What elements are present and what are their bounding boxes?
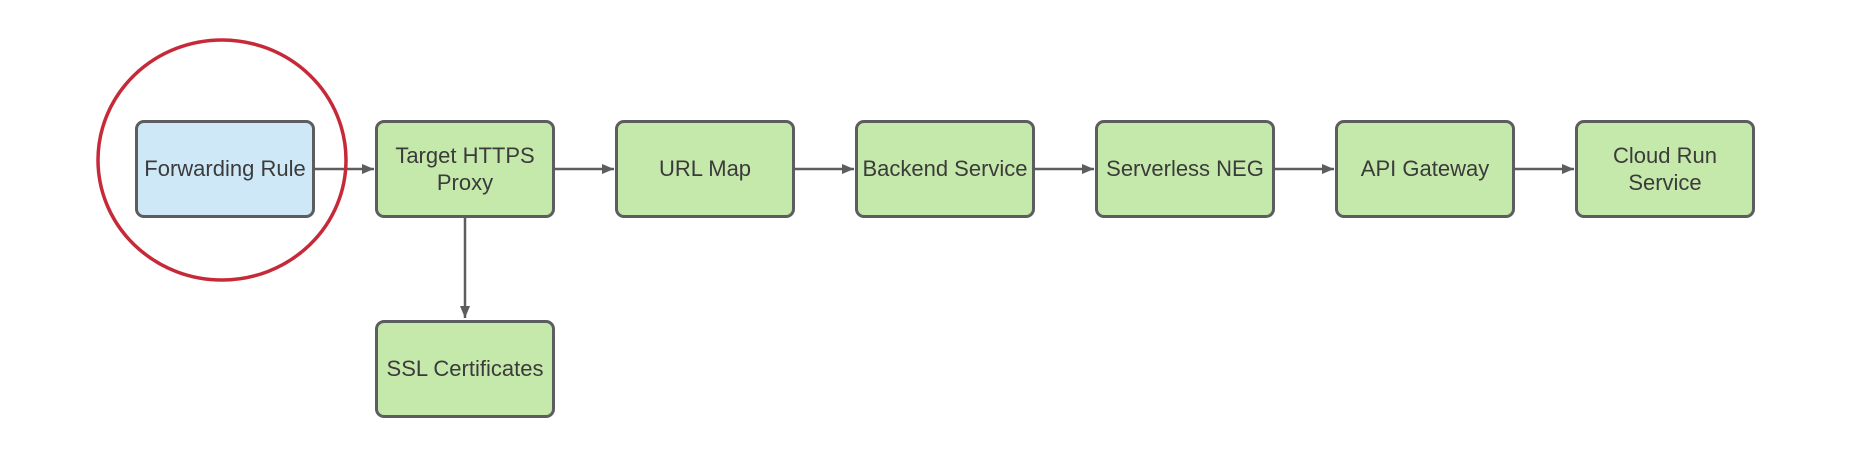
highlight-circle <box>96 38 348 282</box>
node-ssl-certificates: SSL Certificates <box>375 320 555 418</box>
node-forwarding-rule: Forwarding Rule <box>135 120 315 218</box>
node-backend-service: Backend Service <box>855 120 1035 218</box>
node-target-https-proxy: Target HTTPS Proxy <box>375 120 555 218</box>
node-serverless-neg: Serverless NEG <box>1095 120 1275 218</box>
node-url-map: URL Map <box>615 120 795 218</box>
node-cloud-run-service: Cloud Run Service <box>1575 120 1755 218</box>
node-api-gateway: API Gateway <box>1335 120 1515 218</box>
